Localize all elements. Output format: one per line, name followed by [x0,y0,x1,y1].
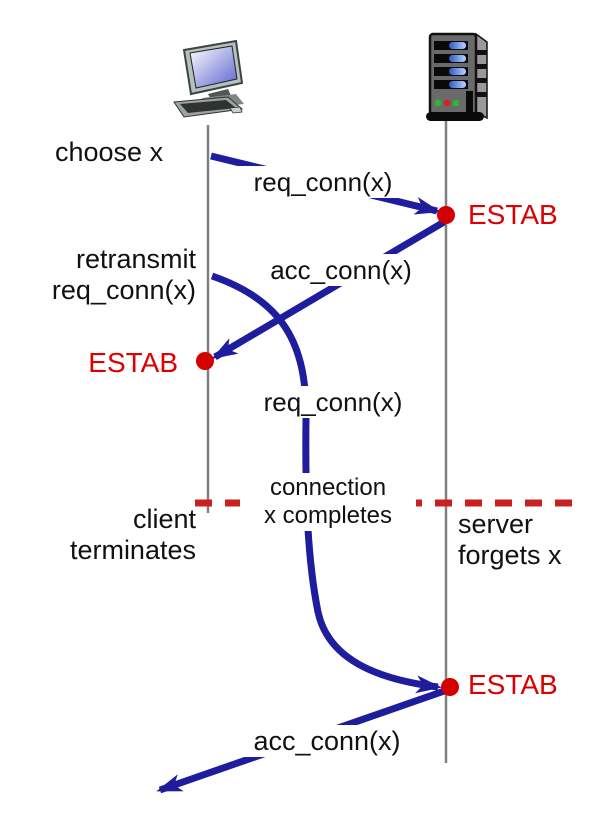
connection-completes-note: connection x completes [240,473,416,531]
desktop-computer-icon [173,39,244,118]
client-terminates-line2: terminates [69,535,196,565]
estab-dot-server-1 [437,206,455,224]
estab-client-label: ESTAB [88,347,178,378]
client-terminates-line1: client [132,504,196,534]
choose-x-label: choose x [55,137,164,167]
server-forgets-label: server forgets x [458,509,562,571]
estab-server-label-2: ESTAB [468,669,558,700]
server-tower-icon [426,32,488,121]
connection-completes-line1: connection [269,474,387,501]
server-forgets-line2: forgets x [458,540,562,570]
server-forgets-line1: server [458,509,534,539]
estab-dot-client [196,352,214,370]
retransmit-label-line1: retransmit [75,244,196,274]
acc-conn-arrow-1 [211,218,446,361]
req-conn-message-label-2: req_conn(x) [243,386,423,418]
estab-dot-server-2 [441,678,459,696]
estab-server-label-1: ESTAB [468,199,558,230]
retransmit-label: retransmit req_conn(x) [18,244,196,306]
client-terminates-label: client terminates [18,504,196,566]
req-conn-message-label-1: req_conn(x) [233,166,413,198]
acc-conn-message-label-2: acc_conn(x) [221,725,433,757]
retransmit-label-line2: req_conn(x) [51,275,196,305]
connection-completes-line2: x completes [263,502,393,529]
acc-conn-message-label-1: acc_conn(x) [251,254,431,286]
